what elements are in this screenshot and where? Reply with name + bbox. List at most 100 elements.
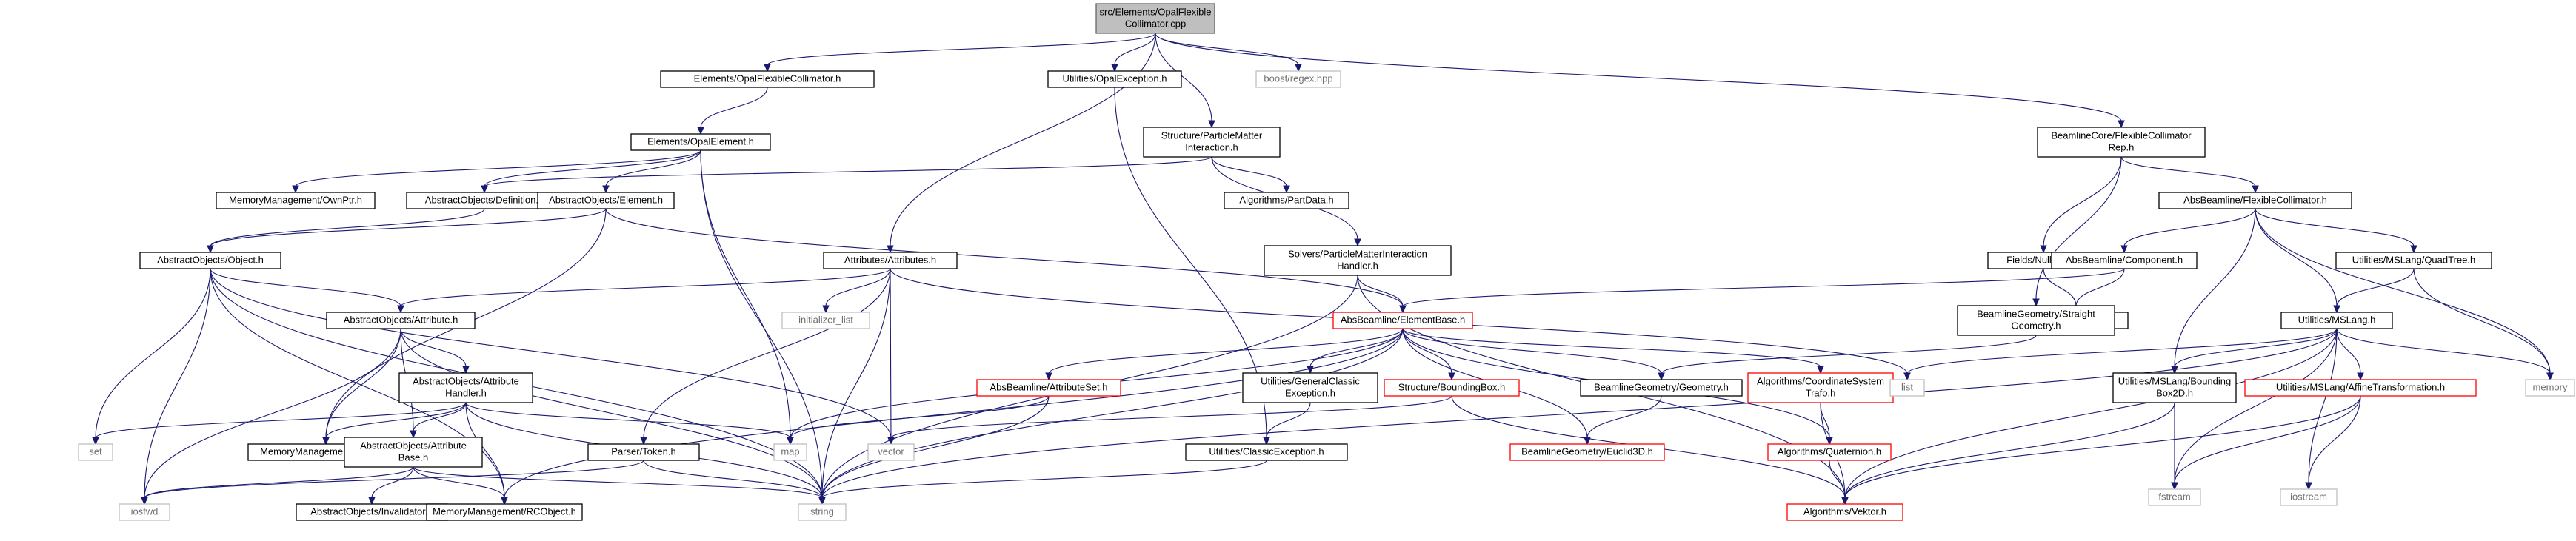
node-root[interactable]: src/Elements/OpalFlexibleCollimator.cpp: [1095, 3, 1215, 34]
node-label: vector: [878, 446, 904, 457]
node-apd[interactable]: Algorithms/PartData.h: [1224, 192, 1349, 209]
node-umqt[interactable]: Utilities/MSLang/QuadTree.h: [2335, 252, 2492, 269]
node-box: [1580, 379, 1743, 397]
node-label: Utilities/OpalException.h: [1063, 73, 1167, 84]
node-iosfwd: iosfwd: [119, 503, 170, 521]
edge-arrowhead: [1841, 497, 1849, 505]
edge-arrowhead: [697, 127, 704, 135]
edge-aoo-to-iosfwd: [144, 268, 211, 499]
node-label: AbstractObjects/Invalidator.h: [310, 505, 433, 517]
node-aq[interactable]: Algorithms/Quaternion.h: [1767, 443, 1892, 461]
edge-arrowhead: [1111, 64, 1118, 73]
node-eofc[interactable]: Elements/OpalFlexibleCollimator.h: [660, 70, 875, 88]
edge-abfc-to-um: [2255, 208, 2338, 307]
node-mmrc[interactable]: MemoryManagement/RCObject.h: [426, 503, 583, 521]
edge-bcfcr-to-abfc: [2120, 156, 2256, 187]
edge-abeb-to-bgg: [1402, 328, 1662, 374]
edge-arrowhead: [1354, 238, 1361, 247]
node-box: [216, 192, 376, 209]
node-av[interactable]: Algorithms/Vektor.h: [1786, 503, 1903, 521]
edge-arrowhead: [2357, 372, 2364, 381]
node-label: Rep.h: [2109, 141, 2135, 152]
edge-abc-to-femf: [2075, 268, 2125, 307]
node-abc[interactable]: AbsBeamline/Component.h: [2051, 252, 2198, 269]
node-box: [1047, 70, 1182, 88]
node-ptok[interactable]: Parser/Token.h: [587, 443, 700, 461]
node-label: Geometry.h: [2012, 320, 2061, 331]
node-abfc[interactable]: AbsBeamline/FlexibleCollimator.h: [2158, 192, 2352, 209]
node-aoa[interactable]: AbstractObjects/Attribute.h: [326, 312, 476, 329]
node-spmi[interactable]: Structure/ParticleMatterInteraction.h: [1143, 127, 1281, 158]
node-box: [1767, 443, 1892, 461]
edge-arrowhead: [887, 245, 894, 254]
node-bgg[interactable]: BeamlineGeometry/Geometry.h: [1580, 379, 1743, 397]
node-aod[interactable]: AbstractObjects/Definition.h: [406, 192, 563, 209]
node-eoe[interactable]: Elements/OpalElement.h: [630, 133, 771, 151]
node-spmih[interactable]: Solvers/ParticleMatterInteractionHandler…: [1264, 245, 1452, 276]
edge-aoa-to-iosfwd: [144, 328, 401, 499]
node-label: fstream: [2158, 491, 2190, 502]
node-um[interactable]: Utilities/MSLang.h: [2280, 312, 2393, 329]
edge-abc-to-abeb: [1402, 268, 2125, 307]
node-label: Algorithms/CoordinateSystem: [1757, 375, 1884, 386]
node-label: AbstractObjects/Object.h: [157, 254, 264, 265]
node-aoo[interactable]: AbstractObjects/Object.h: [139, 252, 281, 269]
edge-root-to-uoe: [1114, 33, 1156, 66]
edge-bgg-to-bge: [1586, 395, 1662, 439]
node-label: Exception.h: [1285, 387, 1335, 398]
edge-abfc-to-umbb: [2174, 208, 2256, 368]
edge-arrowhead: [481, 185, 488, 194]
edge-arrowhead: [1263, 437, 1270, 446]
node-box: [773, 443, 807, 461]
node-box: [1095, 3, 1215, 34]
edge-eoe-to-map: [700, 149, 791, 439]
edge-fnf-to-femf: [2043, 268, 2077, 307]
node-box: [867, 443, 915, 461]
node-aas[interactable]: AbsBeamline/AttributeSet.h: [976, 379, 1121, 397]
node-mmop[interactable]: MemoryManagement/OwnPtr.h: [216, 192, 376, 209]
edge-aoa-to-mmp: [325, 328, 401, 439]
node-aoi[interactable]: AbstractObjects/Invalidator.h: [296, 503, 448, 521]
edge-arrowhead: [2305, 482, 2312, 491]
node-box: [1264, 245, 1452, 276]
edge-aoe-to-aoo: [210, 208, 607, 247]
edge-aoo-to-mmrc: [210, 268, 505, 499]
node-bge[interactable]: BeamlineGeometry/Euclid3D.h: [1509, 443, 1665, 461]
node-box: [1255, 70, 1341, 88]
node-aoe[interactable]: AbstractObjects/Element.h: [537, 192, 675, 209]
node-label: AbsBeamline/FlexibleCollimator.h: [2183, 194, 2327, 205]
edge-arrowhead: [1295, 64, 1302, 73]
node-label: string: [810, 505, 834, 517]
node-umat[interactable]: Utilities/MSLang/AffineTransformation.h: [2244, 379, 2477, 397]
node-box: [798, 503, 847, 521]
node-label: MemoryManagement/OwnPtr.h: [229, 194, 362, 205]
edge-arrowhead: [1399, 305, 1407, 314]
node-box: [2280, 312, 2393, 329]
edge-aoa-to-string: [400, 328, 823, 499]
edge-aoa-to-aoah: [400, 328, 467, 368]
node-aa[interactable]: Attributes/Attributes.h: [823, 252, 958, 269]
edge-aoo-to-aoa: [210, 268, 401, 307]
node-box: [1747, 372, 1894, 403]
edge-aa-to-string: [821, 268, 891, 499]
node-abeb[interactable]: AbsBeamline/ElementBase.h: [1332, 312, 1473, 329]
node-label: Collimator.cpp: [1125, 18, 1186, 29]
edge-arrowhead: [822, 305, 830, 314]
node-box: [537, 192, 675, 209]
node-box: [2158, 192, 2352, 209]
edge-arrowhead: [1658, 372, 1665, 381]
node-set: set: [78, 443, 113, 461]
node-uce[interactable]: Utilities/ClassicException.h: [1185, 443, 1348, 461]
node-label: Utilities/MSLang/AffineTransformation.h: [2276, 381, 2445, 392]
edge-aas-to-string: [821, 395, 1050, 499]
node-box: [2244, 379, 2477, 397]
node-sbb[interactable]: Structure/BoundingBox.h: [1384, 379, 1520, 397]
node-uoe[interactable]: Utilities/OpalException.h: [1047, 70, 1182, 88]
